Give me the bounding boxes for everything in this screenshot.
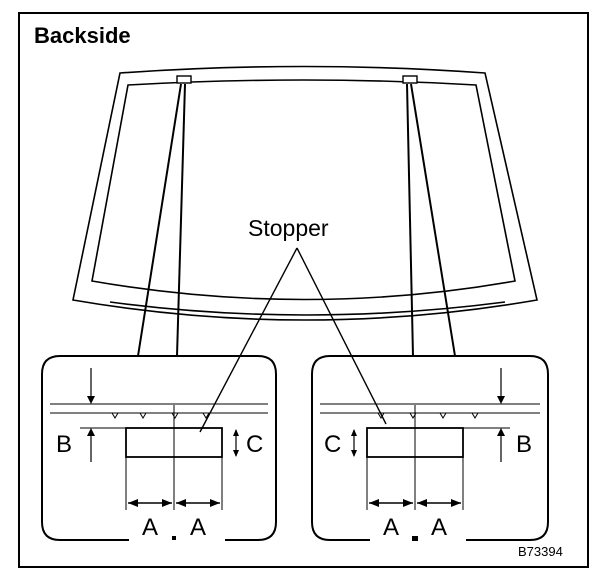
left-label-a1: A bbox=[142, 514, 158, 541]
windshield-lower-line bbox=[109, 301, 506, 316]
outer-frame bbox=[18, 12, 589, 568]
left-detail-box bbox=[41, 355, 277, 546]
stopper-tab-right bbox=[402, 75, 418, 84]
windshield bbox=[72, 65, 538, 321]
stopper-leader-lines bbox=[199, 247, 387, 433]
left-label-b: B bbox=[56, 431, 72, 458]
left-label-a2: A bbox=[190, 514, 206, 541]
reference-code: B73394 bbox=[518, 544, 563, 559]
right-detail-box bbox=[311, 355, 549, 546]
left-label-c: C bbox=[246, 431, 263, 458]
windshield-outer-edge bbox=[72, 65, 538, 321]
stopper-tab-left bbox=[176, 75, 192, 84]
stopper-callout-label: Stopper bbox=[248, 215, 329, 241]
right-label-b: B bbox=[516, 431, 532, 458]
right-label-c: C bbox=[324, 431, 341, 458]
windshield-inner-edge bbox=[91, 79, 516, 301]
zoom-projection-lines bbox=[137, 83, 456, 357]
diagram-title: Backside bbox=[34, 23, 131, 48]
right-label-a2: A bbox=[431, 514, 447, 541]
right-label-a1: A bbox=[383, 514, 399, 541]
